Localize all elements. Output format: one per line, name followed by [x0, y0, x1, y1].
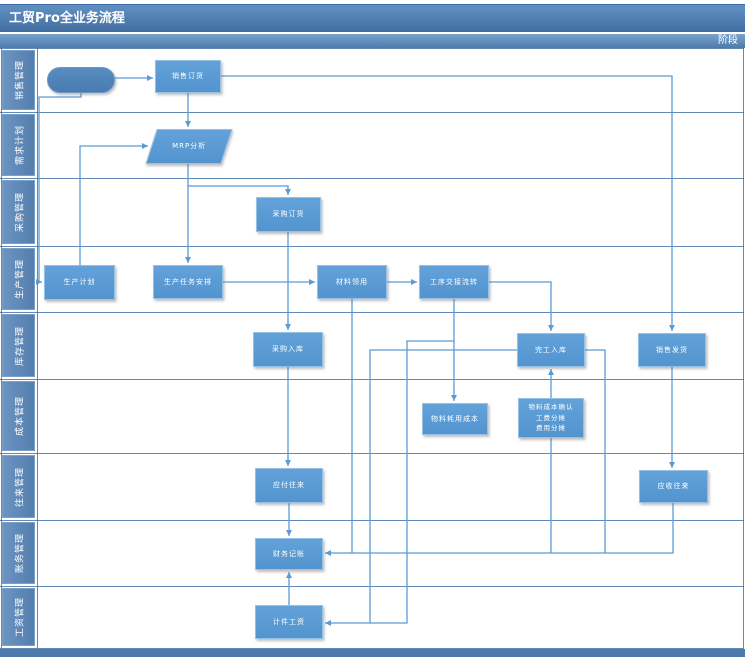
node-cost-confirmation[interactable]: 物料成本确认 工费分摊 费用分摊: [518, 398, 584, 438]
node-financial-bookkeeping[interactable]: 财务记账: [255, 538, 323, 570]
diagram-title: 工贸Pro全业务流程: [9, 11, 125, 26]
lane-label-divider: [37, 48, 38, 648]
node-material-requisition[interactable]: 材料领用: [317, 265, 387, 299]
lane-label-demand-plan: 需求计划: [2, 114, 35, 176]
connector: [585, 349, 606, 553]
node-process-handover[interactable]: 工序交接流转: [419, 265, 489, 299]
connector: [79, 143, 148, 265]
lane-boundary: [0, 453, 744, 454]
node-purchase-inbound[interactable]: 采购入库: [253, 332, 323, 367]
node-sales-delivery[interactable]: 销售发货: [638, 333, 706, 367]
node-mrp-analysis[interactable]: MRP分析: [145, 129, 233, 164]
lane-label-production: 生产管理: [2, 248, 35, 310]
lane-label-inventory: 库存管理: [2, 314, 35, 377]
lane-label-sales: 销售管理: [2, 50, 35, 110]
frame-right-line: [743, 48, 744, 648]
node-sales-order[interactable]: 销售订货: [155, 60, 221, 93]
node-production-plan[interactable]: 生产计划: [44, 265, 115, 300]
diagram-title-bar: 工贸Pro全业务流程: [0, 4, 745, 32]
lane-label-accounting: 账务管理: [2, 522, 35, 584]
lane-boundary: [0, 520, 744, 521]
connector: [489, 281, 554, 331]
connector: [36, 93, 82, 285]
node-purchase-order[interactable]: 采购订货: [256, 197, 321, 232]
connector: [325, 340, 454, 626]
lane-boundary: [0, 648, 744, 649]
lane-label-cost: 成本管理: [2, 381, 35, 451]
node-material-consumption-cost[interactable]: 物料耗用成本: [422, 403, 488, 435]
stage-label: 阶段: [718, 35, 738, 46]
lane-label-transactions: 往来管理: [2, 455, 35, 518]
lane-boundary: [0, 48, 744, 49]
stage-header-bar: 阶段: [0, 34, 745, 48]
node-finished-goods-inbound[interactable]: 完工入库: [517, 333, 585, 367]
node-piecework-wage[interactable]: 计件工资: [255, 605, 323, 639]
connector: [325, 503, 674, 556]
lane-boundary: [0, 379, 744, 380]
lane-boundary: [0, 586, 744, 587]
lane-label-payroll: 工资管理: [2, 588, 35, 646]
connector: [187, 164, 291, 195]
lane-boundary: [0, 178, 744, 179]
node-accounts-payable[interactable]: 应付往来: [255, 468, 323, 503]
node-production-task[interactable]: 生产任务安排: [153, 265, 223, 299]
frame-left-line: [1, 48, 2, 648]
lane-label-procurement: 采购管理: [2, 180, 35, 244]
connector: [369, 349, 517, 623]
node-accounts-receivable[interactable]: 应收往来: [639, 470, 708, 503]
bottom-bar: [0, 649, 745, 657]
lane-boundary: [0, 246, 744, 247]
lane-boundary: [0, 112, 744, 113]
lane-boundary: [0, 312, 744, 313]
node-start-terminator[interactable]: [47, 67, 115, 93]
